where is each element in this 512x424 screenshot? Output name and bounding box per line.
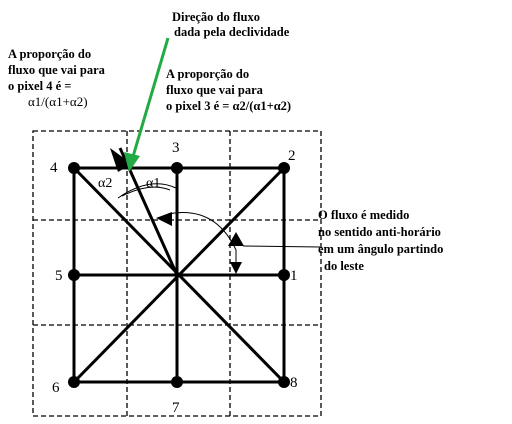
measurement-line-3: em um ângulo partindo	[318, 242, 444, 256]
node-label-5: 5	[55, 268, 63, 284]
node-2	[278, 162, 290, 174]
pixel-nodes	[68, 162, 290, 388]
node-8	[278, 376, 290, 388]
alpha2-label: α2	[98, 176, 113, 191]
measurement-line-1: O fluxo é medido	[318, 208, 410, 222]
node-label-4: 4	[50, 160, 58, 176]
node-4	[68, 162, 80, 174]
flow-direction-line-2: dada pela declividade	[174, 25, 290, 39]
pixel4-line-1: A proporção do	[8, 47, 92, 61]
measurement-line-2: no sentido anti-horário	[318, 225, 441, 239]
pixel4-proportion-label: A proporção do fluxo que vai para o pixe…	[8, 46, 105, 94]
angle-arc	[117, 183, 177, 199]
pixel4-line-2: fluxo que vai para	[8, 63, 105, 77]
arc-arrowhead-left	[156, 212, 172, 226]
flow-direction-arrow	[130, 37, 170, 161]
node-label-6: 6	[52, 380, 60, 396]
node-label-7: 7	[172, 400, 180, 416]
node-7	[171, 376, 183, 388]
angle-arc-small	[121, 186, 171, 197]
node-6	[68, 376, 80, 388]
pixel3-proportion-label: A proporção do fluxo que vai para o pixe…	[166, 66, 291, 114]
measurement-pointer	[242, 245, 321, 248]
pixel3-line-1: A proporção do	[166, 67, 250, 81]
pixel4-formula: α1/(α1+α2)	[28, 94, 88, 109]
flow-direction-line-1: Direção do fluxo	[172, 10, 260, 24]
flow-arrowhead	[110, 148, 132, 172]
node-label-2: 2	[288, 148, 296, 164]
node-5	[68, 269, 80, 281]
node-3	[171, 162, 183, 174]
measurement-line-4: do leste	[324, 259, 364, 273]
pixel4-line-3: o pixel 4 é =	[8, 79, 72, 93]
counterclockwise-arc	[167, 212, 237, 262]
node-label-8: 8	[290, 375, 298, 391]
arc-arrowhead-down	[230, 262, 242, 274]
arc-arrowhead-up	[228, 232, 244, 246]
pixel3-line-2: fluxo que vai para	[166, 83, 263, 97]
flow-direction-label: Direção do fluxo dada pela declividade	[172, 10, 289, 40]
node-label-3: 3	[172, 140, 180, 156]
measurement-note: O fluxo é medido no sentido anti-horário…	[318, 207, 443, 275]
flow-direction-arrowhead	[124, 152, 140, 172]
node-1	[278, 269, 290, 281]
alpha1-label: α1	[146, 176, 161, 191]
pixel3-line-3: o pixel 3 é = α2/(α1+α2)	[166, 99, 292, 113]
node-label-1: 1	[290, 268, 298, 284]
